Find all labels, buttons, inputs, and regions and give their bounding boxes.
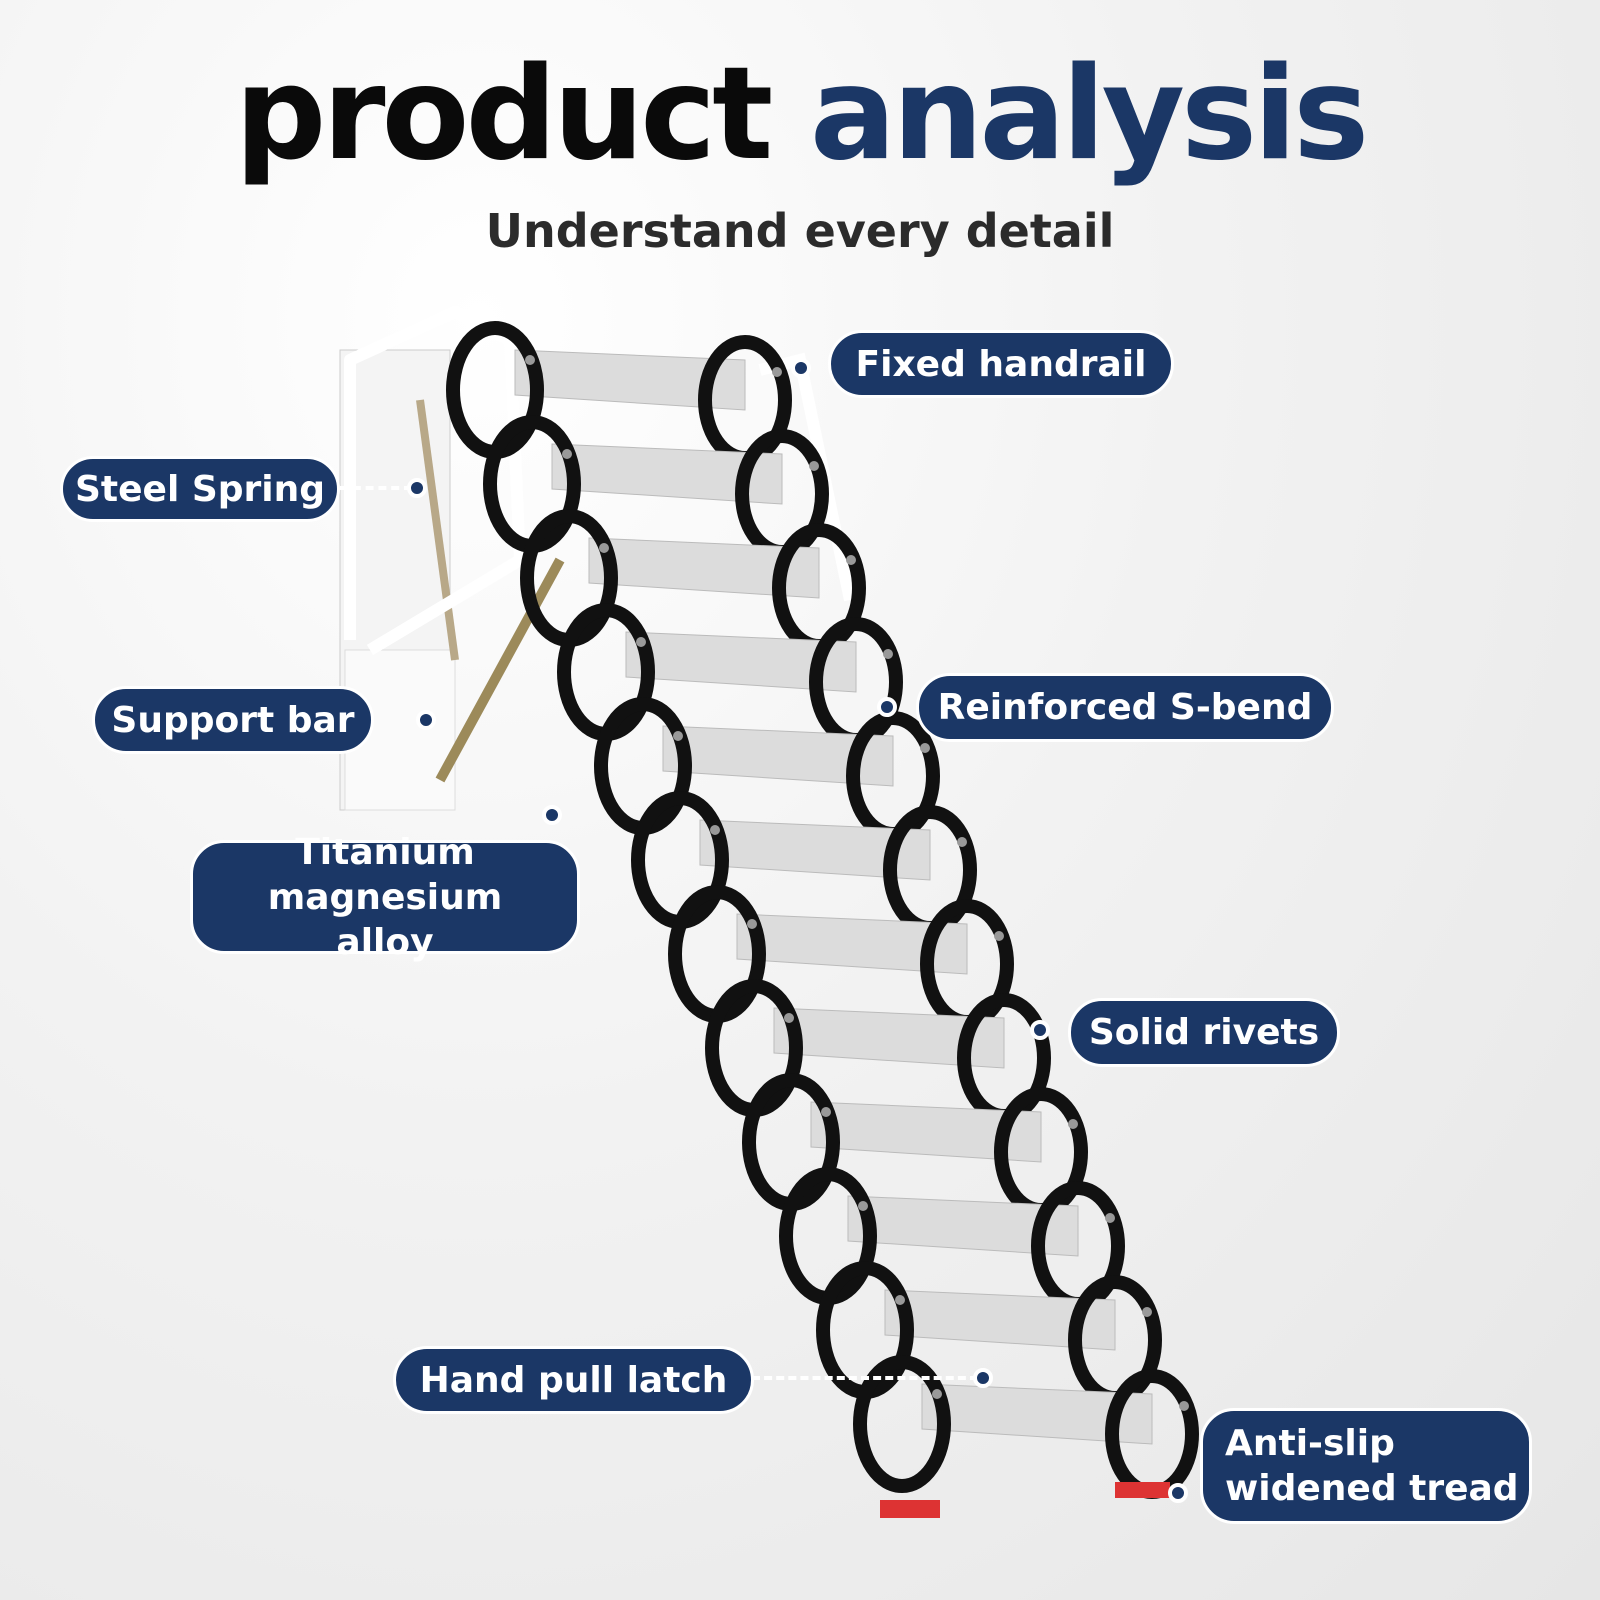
rivet	[1179, 1401, 1189, 1411]
rivet	[673, 731, 683, 741]
support-bar	[435, 557, 565, 783]
rivet	[772, 367, 782, 377]
anti-slip-foot	[880, 1500, 940, 1518]
label-steel-spring: Steel Spring	[60, 456, 340, 522]
rivet	[1068, 1119, 1078, 1129]
anti-slip-foot	[1115, 1482, 1170, 1498]
rivet	[821, 1107, 831, 1117]
rivet	[784, 1013, 794, 1023]
ladder-tread	[847, 1195, 1079, 1257]
label-support-bar: Support bar	[92, 686, 374, 754]
rivet	[1105, 1213, 1115, 1223]
rivet	[710, 825, 720, 835]
ladder-tread	[551, 443, 783, 505]
marker-dot	[542, 805, 562, 825]
marker-dot	[1168, 1483, 1188, 1503]
marker-dot	[791, 358, 811, 378]
connector-line	[340, 486, 412, 490]
marker-dot	[416, 710, 436, 730]
rivet	[846, 555, 856, 565]
ladder-tread	[588, 537, 820, 599]
label-titanium-alloy: Titanium magnesium alloy	[190, 832, 580, 963]
marker-dot	[1030, 1020, 1050, 1040]
rivet	[525, 355, 535, 365]
rivet	[562, 449, 572, 459]
label-anti-slip-tread: Anti-slip widened tread	[1200, 1408, 1532, 1524]
label-reinforced-s-bend: Reinforced S-bend	[916, 673, 1334, 742]
ladder-tread	[662, 725, 894, 787]
ladder-tread	[736, 913, 968, 975]
rivet	[636, 637, 646, 647]
ladder-tread	[625, 631, 857, 693]
rivet	[809, 461, 819, 471]
ladder-tread	[514, 349, 746, 411]
rivet	[1142, 1307, 1152, 1317]
rivet	[920, 743, 930, 753]
title-word-product: product	[234, 40, 773, 189]
rivet	[747, 919, 757, 929]
rivet	[858, 1201, 868, 1211]
subtitle: Understand every detail	[485, 204, 1115, 258]
marker-dot	[973, 1368, 993, 1388]
steel-spring	[416, 399, 459, 661]
ladder-tread	[773, 1007, 1005, 1069]
rivet	[883, 649, 893, 659]
rivet	[994, 931, 1004, 941]
rivet	[957, 837, 967, 847]
page-title: product analysis	[0, 40, 1600, 189]
marker-dot	[877, 697, 897, 717]
connector-line	[752, 1376, 978, 1380]
title-word-analysis: analysis	[809, 40, 1369, 189]
ladder-tread	[884, 1289, 1116, 1351]
rivet	[895, 1295, 905, 1305]
marker-dot	[407, 478, 427, 498]
ladder-tread	[810, 1101, 1042, 1163]
ladder-tread	[921, 1383, 1153, 1445]
ladder-link-left	[853, 1355, 951, 1493]
label-fixed-handrail: Fixed handrail	[828, 330, 1174, 398]
rivet	[932, 1389, 942, 1399]
label-solid-rivets: Solid rivets	[1068, 998, 1340, 1067]
ladder-tread	[699, 819, 931, 881]
label-hand-pull-latch: Hand pull latch	[393, 1346, 754, 1414]
rivet	[599, 543, 609, 553]
